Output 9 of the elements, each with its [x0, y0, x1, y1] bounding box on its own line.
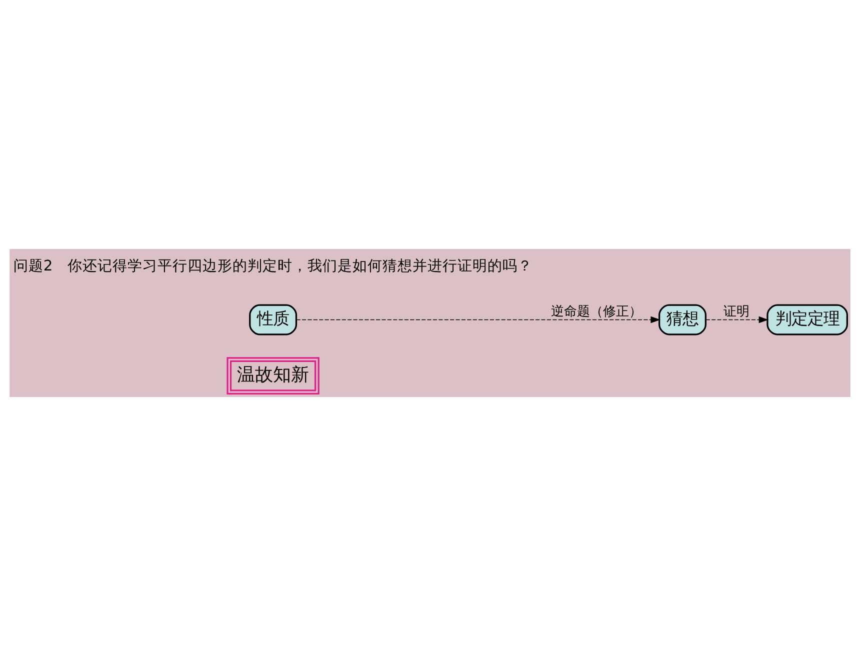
node-box: 性质 [249, 304, 298, 335]
node-box: 温故知新 [226, 356, 320, 394]
arrow [706, 316, 769, 323]
edge-label: 逆命题（修正） [550, 304, 642, 320]
node-box: 猜想 [658, 304, 706, 335]
arrow [296, 316, 660, 323]
edge-label: 证明 [724, 304, 750, 320]
label: 问题2 你还记得学习平行四边形的判定时，我们是如何猜想并进行证明的吗？ [13, 256, 533, 274]
node-box: 判定定理 [766, 304, 848, 335]
